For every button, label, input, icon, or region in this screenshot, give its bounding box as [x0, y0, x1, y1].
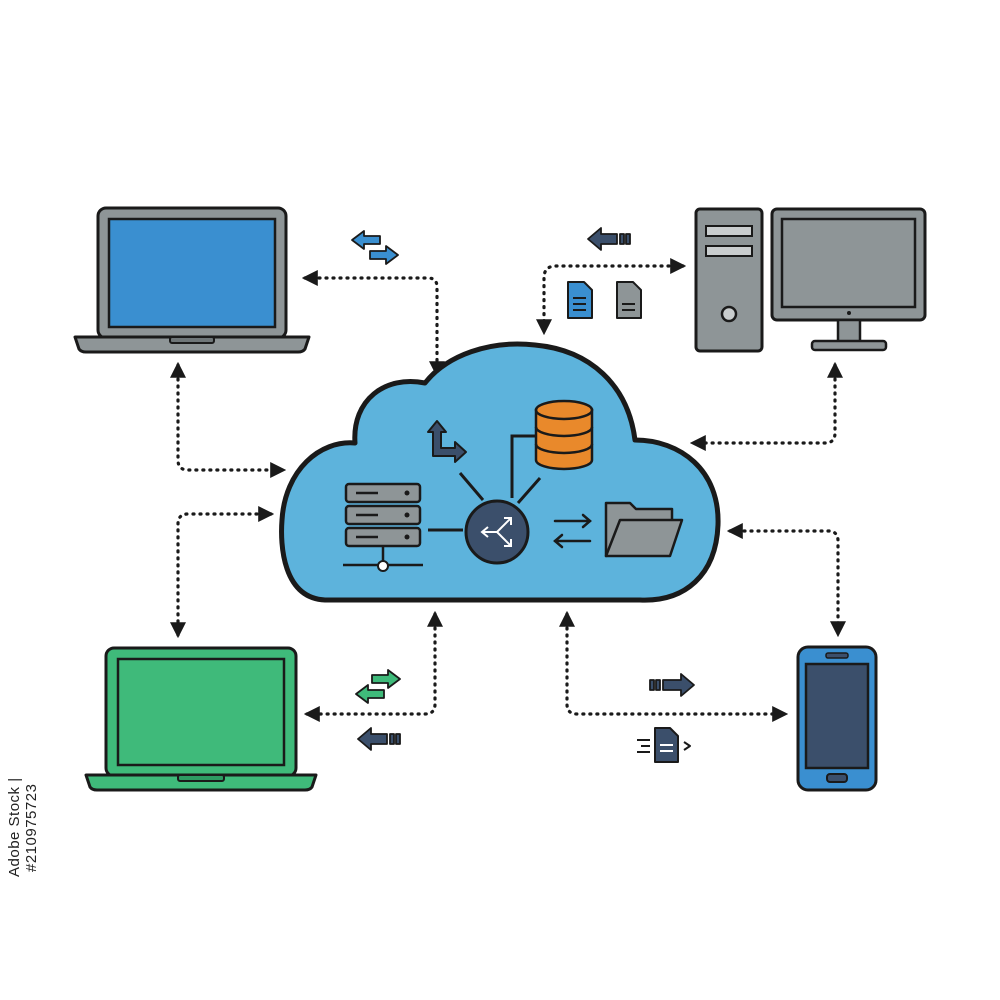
sync-arrows-icon — [553, 513, 592, 549]
cloud-icon — [279, 341, 721, 603]
server-rack-icon — [343, 482, 423, 572]
laptop-top-left — [73, 206, 311, 354]
connector-cloud-to-laptop-bottom-left — [170, 506, 275, 639]
connector-laptop-top-to-cloud-left — [170, 361, 287, 478]
monitor-icon — [770, 207, 927, 352]
connector-cloud-to-smartphone-left — [559, 610, 789, 722]
laptop-screen — [116, 657, 286, 767]
laptop-screen — [107, 217, 277, 329]
swap-arrows-icon — [355, 669, 401, 704]
laptop-bottom-left — [84, 646, 318, 792]
connector-cloud-to-laptop-bottom — [303, 610, 443, 722]
connector-cloud-to-smartphone-right — [726, 523, 846, 638]
connector-desktop-to-cloud-right — [689, 361, 843, 451]
connector-desktop-to-cloud-top — [536, 258, 687, 336]
database-icon — [534, 399, 594, 471]
swap-arrows-icon — [351, 230, 399, 265]
stock-image-id: Adobe Stock | #210975723 — [6, 777, 40, 878]
document-icon — [567, 281, 593, 319]
tower-case-icon — [694, 207, 764, 353]
upload-arrow-icon — [587, 227, 631, 251]
network-hub-icon — [464, 499, 530, 565]
folder-icon — [604, 501, 684, 558]
connector-laptop-top-to-cloud — [301, 270, 445, 378]
file-transfer-icon — [637, 727, 691, 763]
desktop-computer — [694, 207, 927, 353]
branch-arrow-icon — [427, 420, 467, 463]
download-arrow-icon — [357, 727, 401, 751]
smartphone — [796, 645, 878, 792]
send-arrow-icon — [649, 673, 695, 697]
document-icon — [616, 281, 642, 319]
